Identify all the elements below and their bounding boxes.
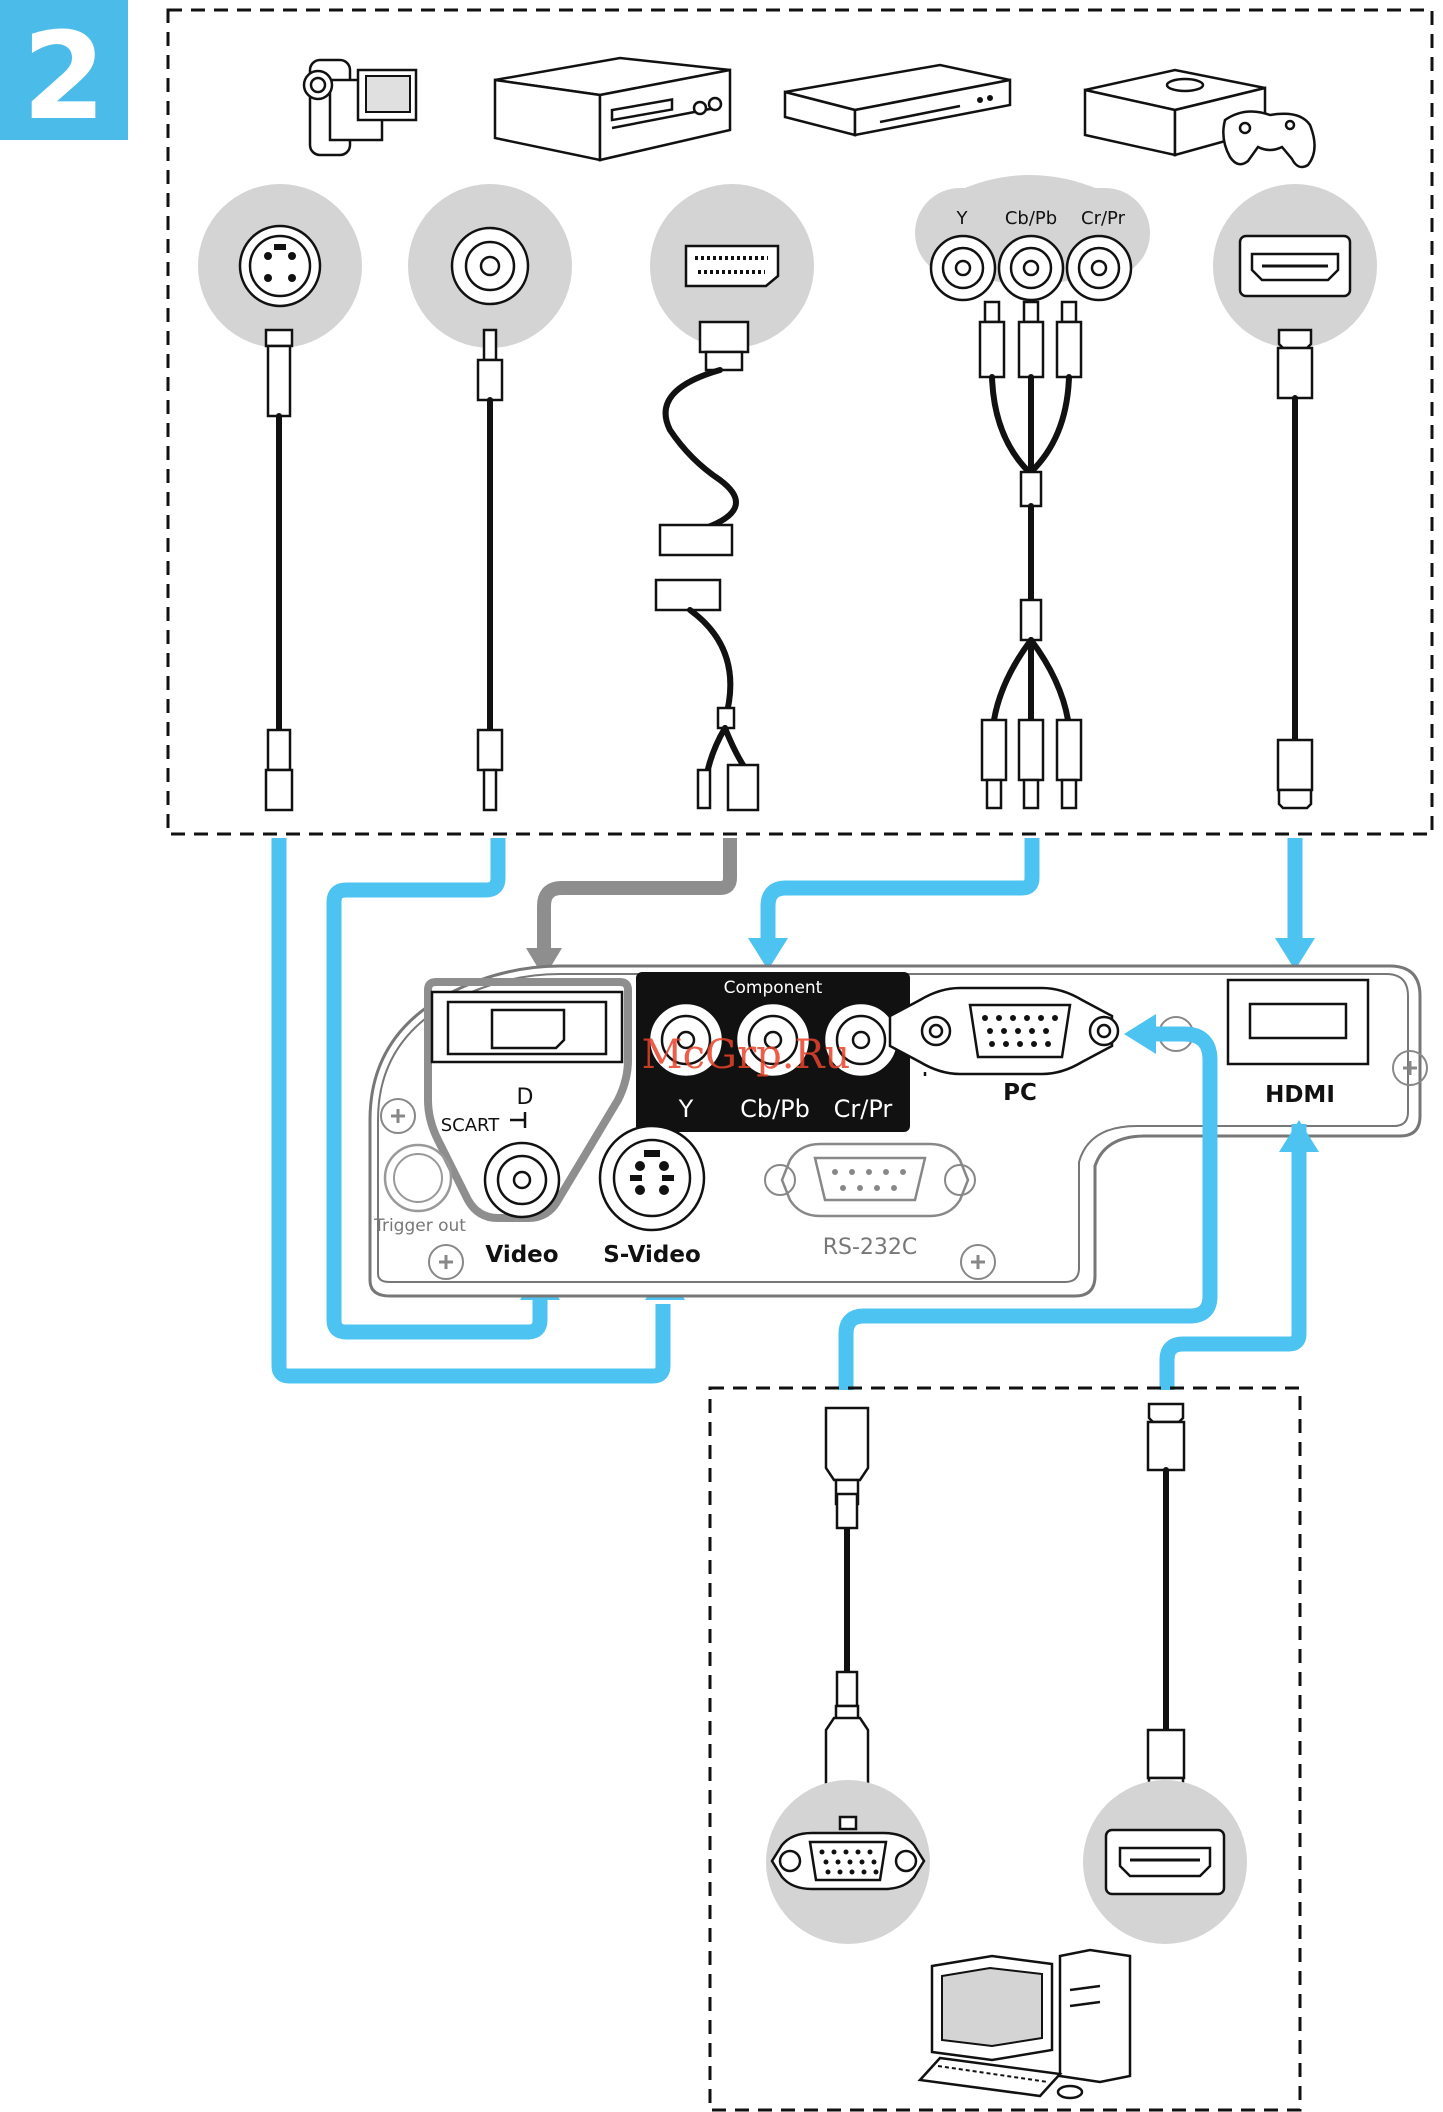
component-socket-detail: Y Cb/Pb Cr/Pr <box>915 175 1150 300</box>
svideo-label: S-Video <box>603 1242 701 1268</box>
hdmi-socket-detail <box>1213 184 1377 348</box>
hdmi-socket-pc-detail <box>1083 1780 1247 1944</box>
hdmi-cable-pc <box>1148 1404 1184 1796</box>
vga-cable <box>826 1408 868 1790</box>
component-port-cr-label: Cr/Pr <box>834 1095 893 1123</box>
blue-arrow-hdmi-pc <box>1167 1120 1319 1390</box>
computer-icon <box>920 1950 1130 2098</box>
trigger-out-label: Trigger out <box>373 1216 466 1236</box>
scart-cable <box>656 322 758 810</box>
hdmi-label: HDMI <box>1265 1082 1335 1108</box>
game-console-icon <box>1085 70 1315 167</box>
step-badge: 2 <box>0 0 128 147</box>
rca-video-socket-detail <box>408 184 572 348</box>
vcr-icon <box>495 58 730 160</box>
pc-label: PC <box>1003 1080 1037 1106</box>
video-label: Video <box>485 1242 558 1268</box>
component-label-cr: Cr/Pr <box>1081 208 1126 229</box>
svideo-cable <box>266 330 292 810</box>
rca-video-cable <box>478 330 502 810</box>
watermark: McGrp.Ru <box>642 1032 851 1078</box>
component-title: Component <box>724 978 823 998</box>
blue-arrow-component <box>748 838 1032 970</box>
rs232c-label: RS-232C <box>823 1235 918 1260</box>
svideo-socket-detail <box>198 184 362 348</box>
dvd-player-icon <box>785 65 1010 135</box>
blue-arrow-hdmi <box>1275 838 1315 970</box>
vga-socket-detail <box>766 1780 930 1944</box>
component-port-y-label: Y <box>678 1095 694 1123</box>
component-port-cb-label: Cb/Pb <box>740 1095 810 1123</box>
component-label-cb: Cb/Pb <box>1005 208 1057 229</box>
hdmi-cable <box>1278 330 1312 808</box>
gray-arrow-scart <box>526 838 730 978</box>
step-number: 2 <box>22 8 106 147</box>
scart-label: SCART <box>441 1115 501 1136</box>
component-label-y: Y <box>956 208 969 229</box>
svideo-port <box>600 1126 704 1230</box>
component-cable <box>980 302 1081 808</box>
camcorder-icon <box>304 60 416 155</box>
d-label: D <box>517 1085 534 1110</box>
